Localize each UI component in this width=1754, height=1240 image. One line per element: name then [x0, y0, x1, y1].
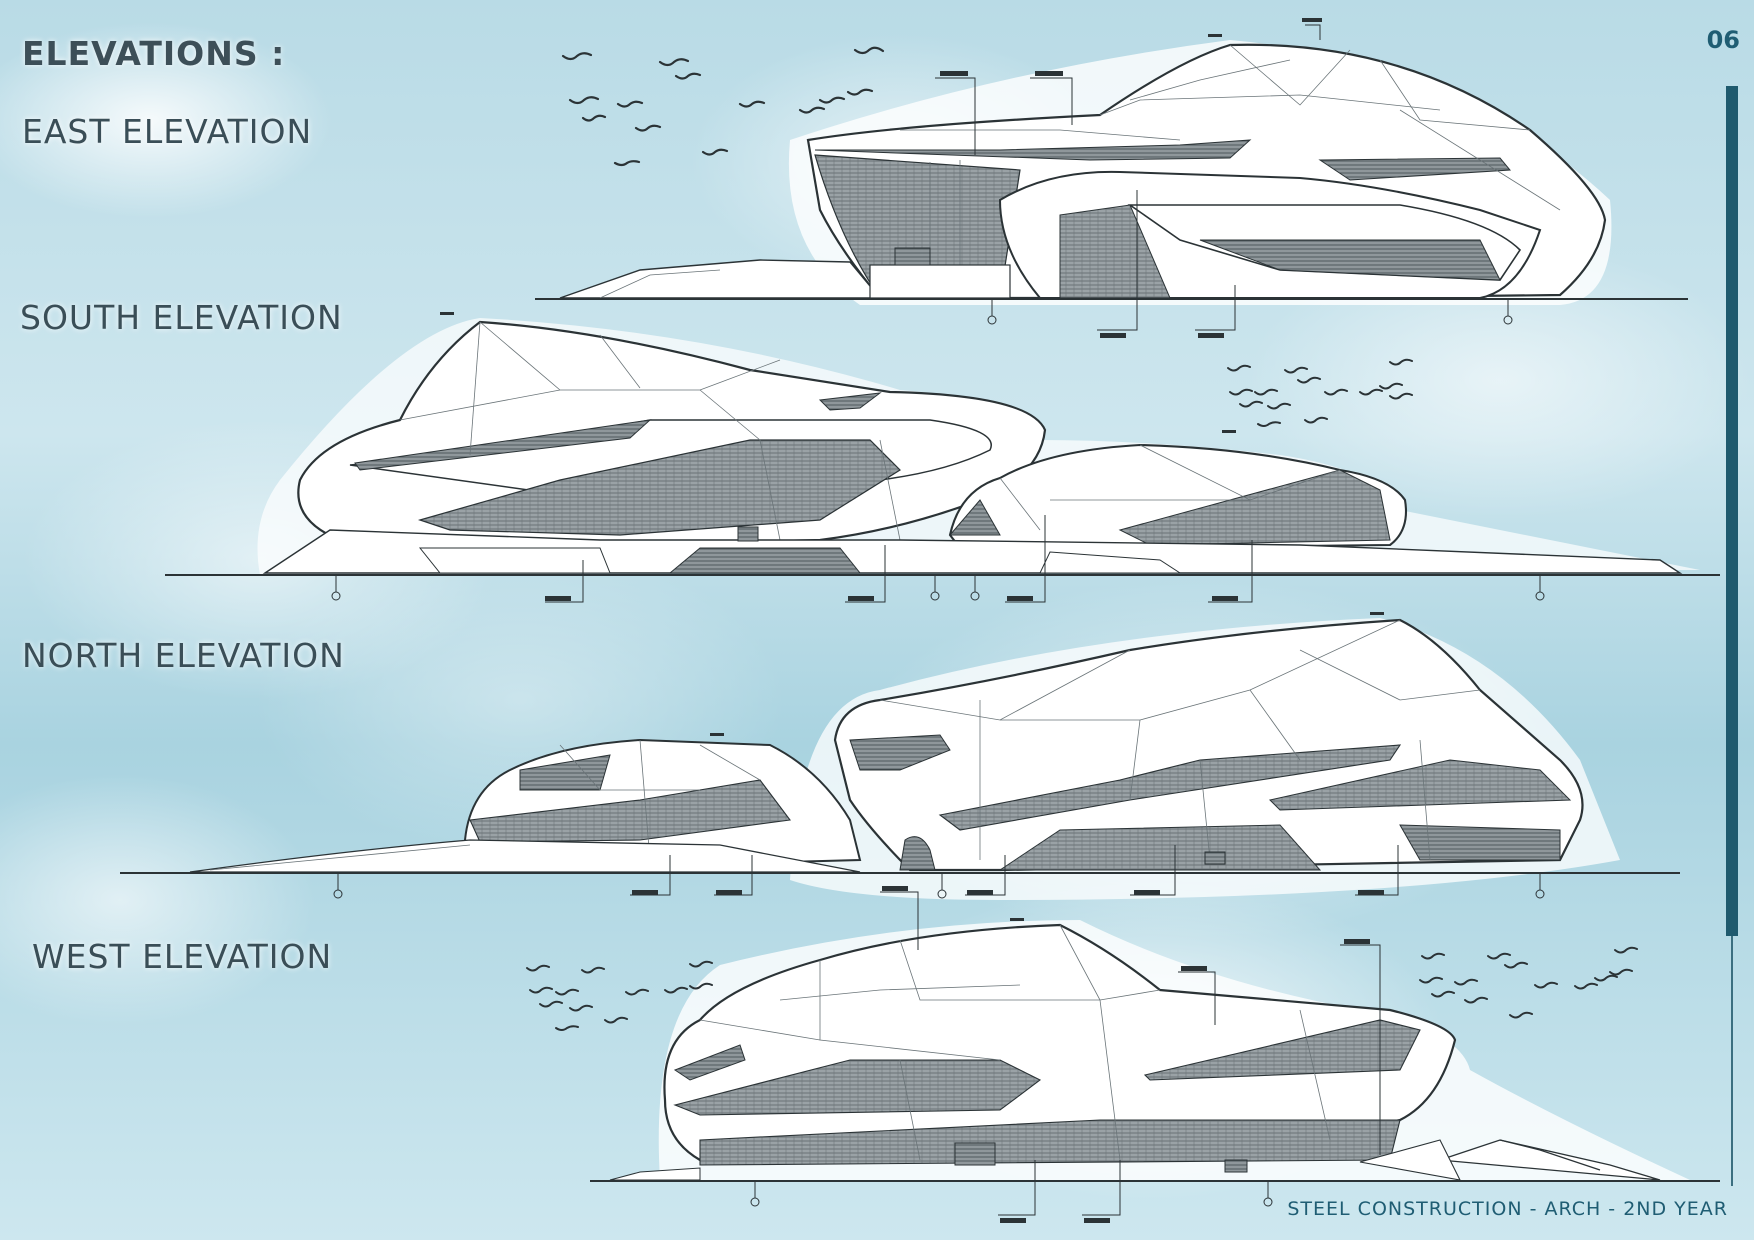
page-title: ELEVATIONS :: [22, 34, 286, 73]
accent-bar: [1726, 86, 1738, 936]
accent-line: [1731, 936, 1733, 1186]
footer-caption: STEEL CONSTRUCTION - ARCH - 2ND YEAR: [1287, 1198, 1728, 1220]
south-elevation-label: SOUTH ELEVATION: [20, 298, 343, 337]
west-elevation-label: WEST ELEVATION: [32, 937, 333, 976]
east-elevation-label: EAST ELEVATION: [22, 112, 313, 151]
page-number: 06: [1706, 26, 1740, 54]
north-elevation-label: NORTH ELEVATION: [22, 636, 345, 675]
